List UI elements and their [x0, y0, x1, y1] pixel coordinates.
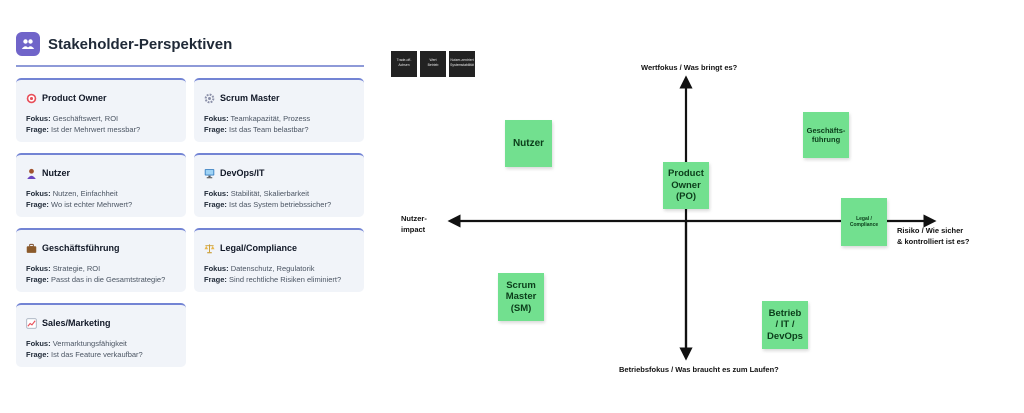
- chart-icon: [26, 317, 37, 329]
- card-fokus: Fokus: Stabilität, Skalierbarkeit: [204, 189, 310, 198]
- card-frage: Frage: Ist das Feature verkaufbar?: [26, 350, 143, 359]
- card-frage: Frage: Sind rechtliche Risiken eliminier…: [204, 275, 342, 284]
- axis-label-left: Nutzer-impact: [401, 214, 427, 234]
- card-fokus: Fokus: Datenschutz, Regulatorik: [204, 264, 315, 273]
- card-frage: Frage: Ist der Mehrwert messbar?: [26, 125, 141, 134]
- card-frage: Frage: Ist das Team belastbar?: [204, 125, 309, 134]
- card-fokus: Fokus: Vermarktungsfähigkeit: [26, 339, 127, 348]
- page-title: Stakeholder-Perspektiven: [48, 35, 233, 53]
- card-frage: Frage: Ist das System betriebssicher?: [204, 200, 332, 209]
- target-icon: [26, 93, 37, 103]
- card-title: Nutzer: [42, 168, 71, 178]
- scales-icon: [204, 243, 215, 253]
- card-fokus: Fokus: Teamkapazität, Prozess: [204, 114, 311, 123]
- card-title: Product Owner: [42, 93, 107, 103]
- header-divider: [16, 65, 364, 67]
- card-frage: Frage: Wo ist echter Mehrwert?: [26, 200, 133, 209]
- sticky-legal-compliance[interactable]: Legal /Compliance: [841, 198, 887, 246]
- monitor-icon: [204, 168, 215, 178]
- card-devops-it: DevOps/IT Fokus: Stabilität, Skalierbark…: [194, 153, 364, 217]
- card-title: Scrum Master: [220, 93, 280, 103]
- card-title: Legal/Compliance: [220, 243, 298, 253]
- sticky-nutzer[interactable]: Nutzer: [505, 120, 552, 167]
- card-fokus: Fokus: Nutzen, Einfachheit: [26, 189, 118, 198]
- sticky-geschaeftsfuehrung[interactable]: Geschäfts-führung: [803, 112, 849, 158]
- card-nutzer: Nutzer Fokus: Nutzen, Einfachheit Frage:…: [16, 153, 186, 217]
- card-title: Geschäftsführung: [42, 243, 120, 253]
- card-title: DevOps/IT: [220, 168, 265, 178]
- card-sales-marketing: Sales/Marketing Fokus: Vermarktungsfähig…: [16, 303, 186, 367]
- card-scrum-master: Scrum Master Fokus: Teamkapazität, Proze…: [194, 78, 364, 142]
- card-fokus: Fokus: Geschäftswert, ROI: [26, 114, 119, 123]
- person-icon: [27, 168, 36, 179]
- card-product-owner: Product Owner Fokus: Geschäftswert, ROI …: [16, 78, 186, 142]
- people-icon: [16, 32, 40, 56]
- card-legal-compliance: Legal/Compliance Fokus: Datenschutz, Reg…: [194, 228, 364, 292]
- gear-icon: [204, 93, 215, 103]
- card-geschaeftsfuehrung: Geschäftsführung Fokus: Strategie, ROI F…: [16, 228, 186, 292]
- sticky-betrieb-it-devops[interactable]: Betrieb/ IT /DevOps: [762, 301, 808, 349]
- panel-header: Stakeholder-Perspektiven: [16, 30, 364, 58]
- axis-label-right: Risiko / Wie sicher& kontrolliert ist es…: [897, 226, 970, 246]
- axis-label-top: Wertfokus / Was bringt es?: [641, 63, 738, 72]
- thumbnail-trade-off[interactable]: Trade-off-Achsen: [391, 51, 417, 77]
- card-fokus: Fokus: Strategie, ROI: [26, 264, 101, 273]
- axis-label-bottom: Betriebsfokus / Was braucht es zum Laufe…: [619, 365, 779, 374]
- briefcase-icon: [26, 243, 37, 253]
- card-frage: Frage: Passt das in die Gesamtstrategie?: [26, 275, 166, 284]
- stakeholder-panel: Stakeholder-Perspektiven Product Owner F…: [16, 30, 364, 367]
- card-title: Sales/Marketing: [42, 318, 111, 328]
